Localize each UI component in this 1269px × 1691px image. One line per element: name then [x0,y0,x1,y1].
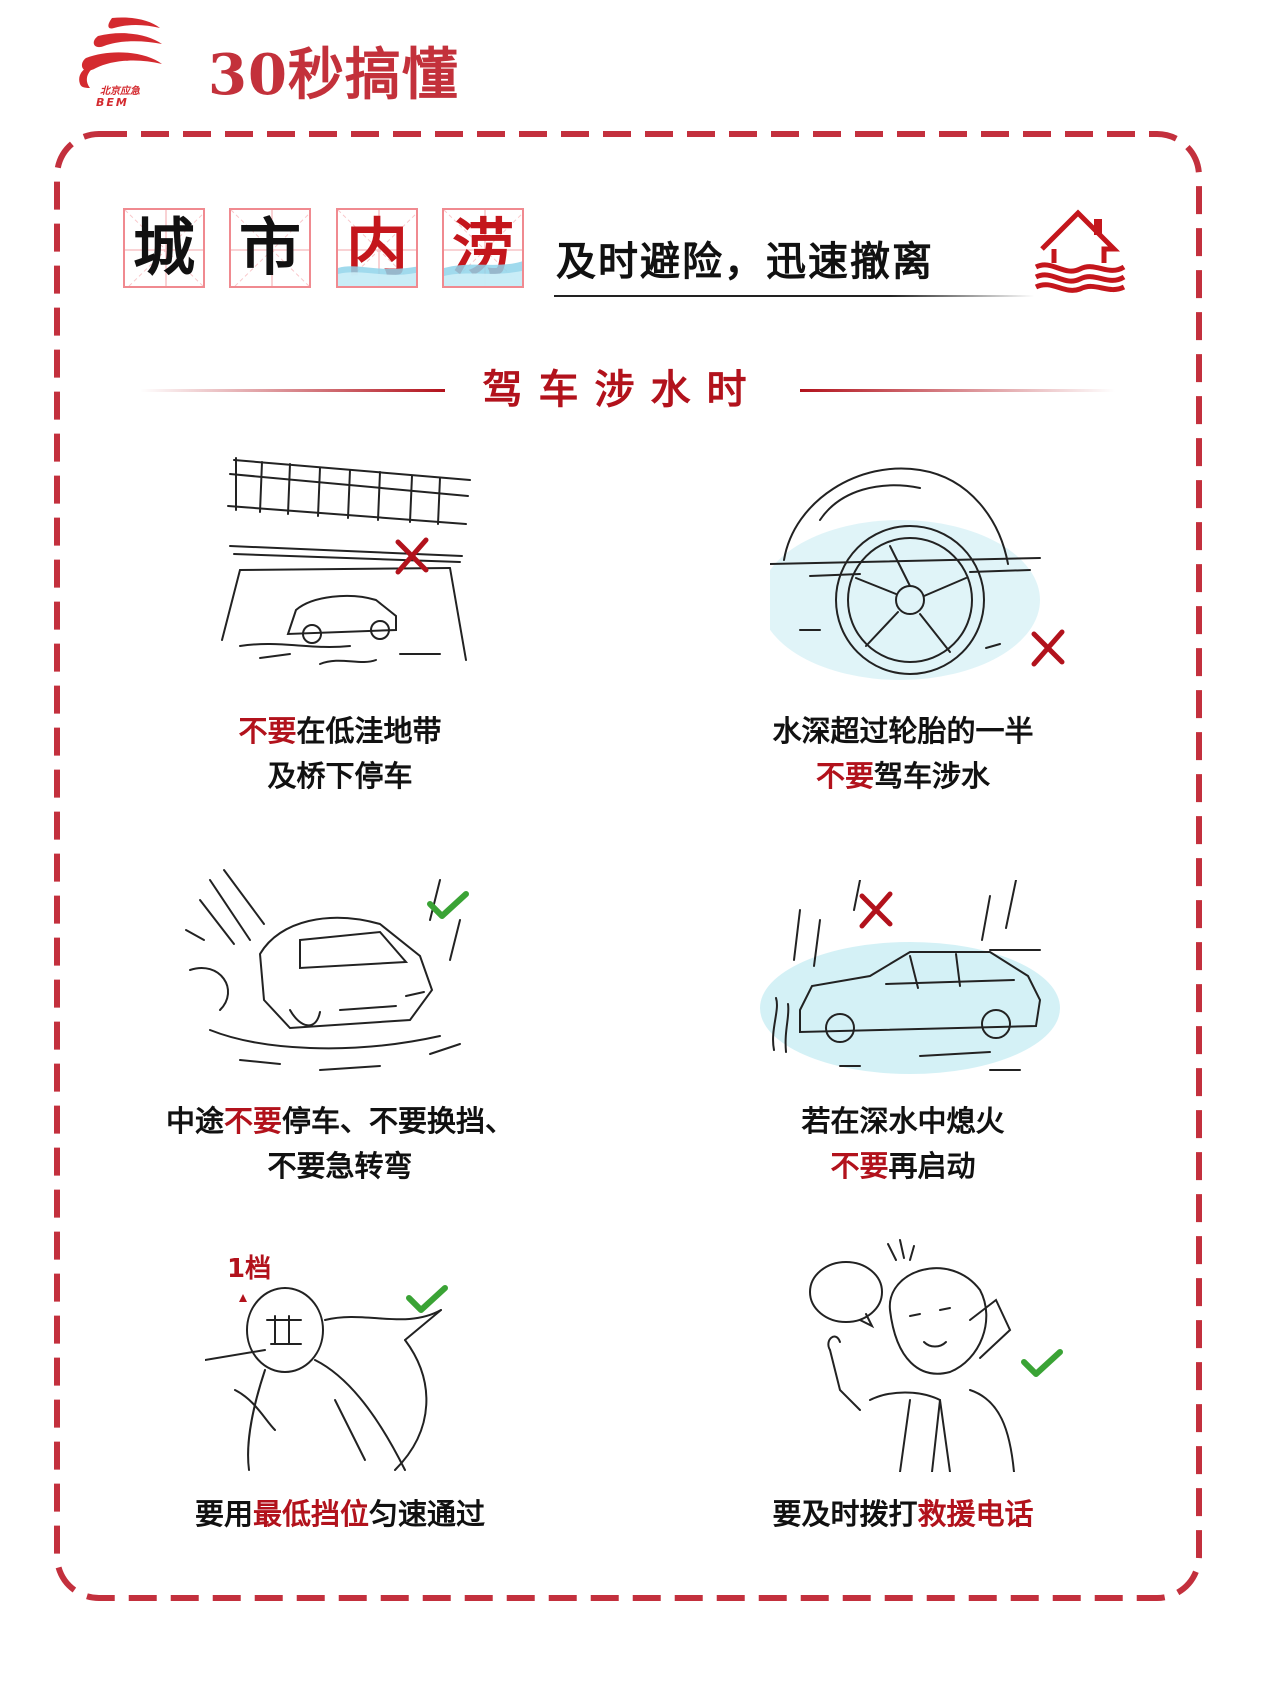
water-wave-icon [338,266,416,286]
title-char: 市 [238,211,301,284]
tip-caption: 不要在低洼地带 及桥下停车 [110,709,570,799]
caption-line: 若在深水中熄火 [801,1104,1005,1138]
slogan: 及时避险，迅速撤离 [556,239,934,285]
caption-line: 要及时拨打救援电话 [772,1497,1034,1531]
cross-mark-icon [395,537,429,575]
tip-caption: 要用最低挡位匀速通过 [110,1492,570,1537]
stalled-car-sketch [760,879,1060,1074]
check-mark-icon [427,891,469,919]
car-stalled-in-deep-water-illustration [760,879,1060,1092]
bem-logo-icon: 北京应急 BEM [79,17,162,109]
water-wave-icon [444,261,522,286]
splash-sketch [185,869,461,1071]
slogan-underline [554,295,1034,297]
caption-line: 不要再启动 [830,1149,976,1183]
caption-line: 及桥下停车 [267,759,413,793]
caption-line: 不要在低洼地带 [238,714,442,748]
bem-logo: 北京应急 BEM [72,14,164,110]
gear-shift-illustration: 1档 [205,1250,485,1472]
gear-knob-sketch [205,1287,442,1471]
tire-in-water-illustration [760,460,1070,692]
svg-text:BEM: BEM [96,96,129,109]
caption-line: 不要急转弯 [267,1149,413,1183]
house-flood-icon [1034,209,1126,293]
title-char: 城 [132,211,195,284]
person-calling-illustration [800,1230,1080,1473]
caption-line: 中途不要停车、不要换挡、 [165,1104,515,1138]
bridge-sketch [221,457,471,665]
check-mark-icon [406,1285,448,1313]
dashed-frame [54,131,1202,1601]
cross-mark-icon [859,891,893,929]
svg-text:北京应急: 北京应急 [100,85,140,97]
check-mark-icon [1021,1349,1063,1377]
car-driving-through-water-illustration [180,860,500,1082]
car-under-bridge-illustration [200,450,500,682]
tip-caption: 若在深水中熄火 不要再启动 [673,1099,1133,1189]
section-divider-left [140,389,445,392]
grid-lines [125,210,203,286]
person-phone-sketch [809,1239,1015,1473]
gear-label: 1档 [227,1254,272,1284]
tire-sketch [760,467,1041,680]
cross-mark-icon [1031,629,1065,667]
title-char-box: 市 [229,208,311,288]
title-char-box: 城 [123,208,205,288]
tip-caption: 中途不要停车、不要换挡、 不要急转弯 [110,1099,570,1189]
caption-line: 水深超过轮胎的一半 [772,714,1034,748]
tip-caption: 要及时拨打救援电话 [673,1492,1133,1537]
page-title: 30秒搞懂 [208,42,459,108]
grid-lines [231,210,309,286]
section-divider-right [800,389,1115,392]
tip-caption: 水深超过轮胎的一半 不要驾车涉水 [673,709,1133,799]
title-char-box: 涝 [442,208,524,288]
section-title: 驾车涉水时 [482,367,763,413]
title-char-box: 内 [336,208,418,288]
caption-line: 不要驾车涉水 [815,759,991,793]
caption-line: 要用最低挡位匀速通过 [194,1497,486,1531]
